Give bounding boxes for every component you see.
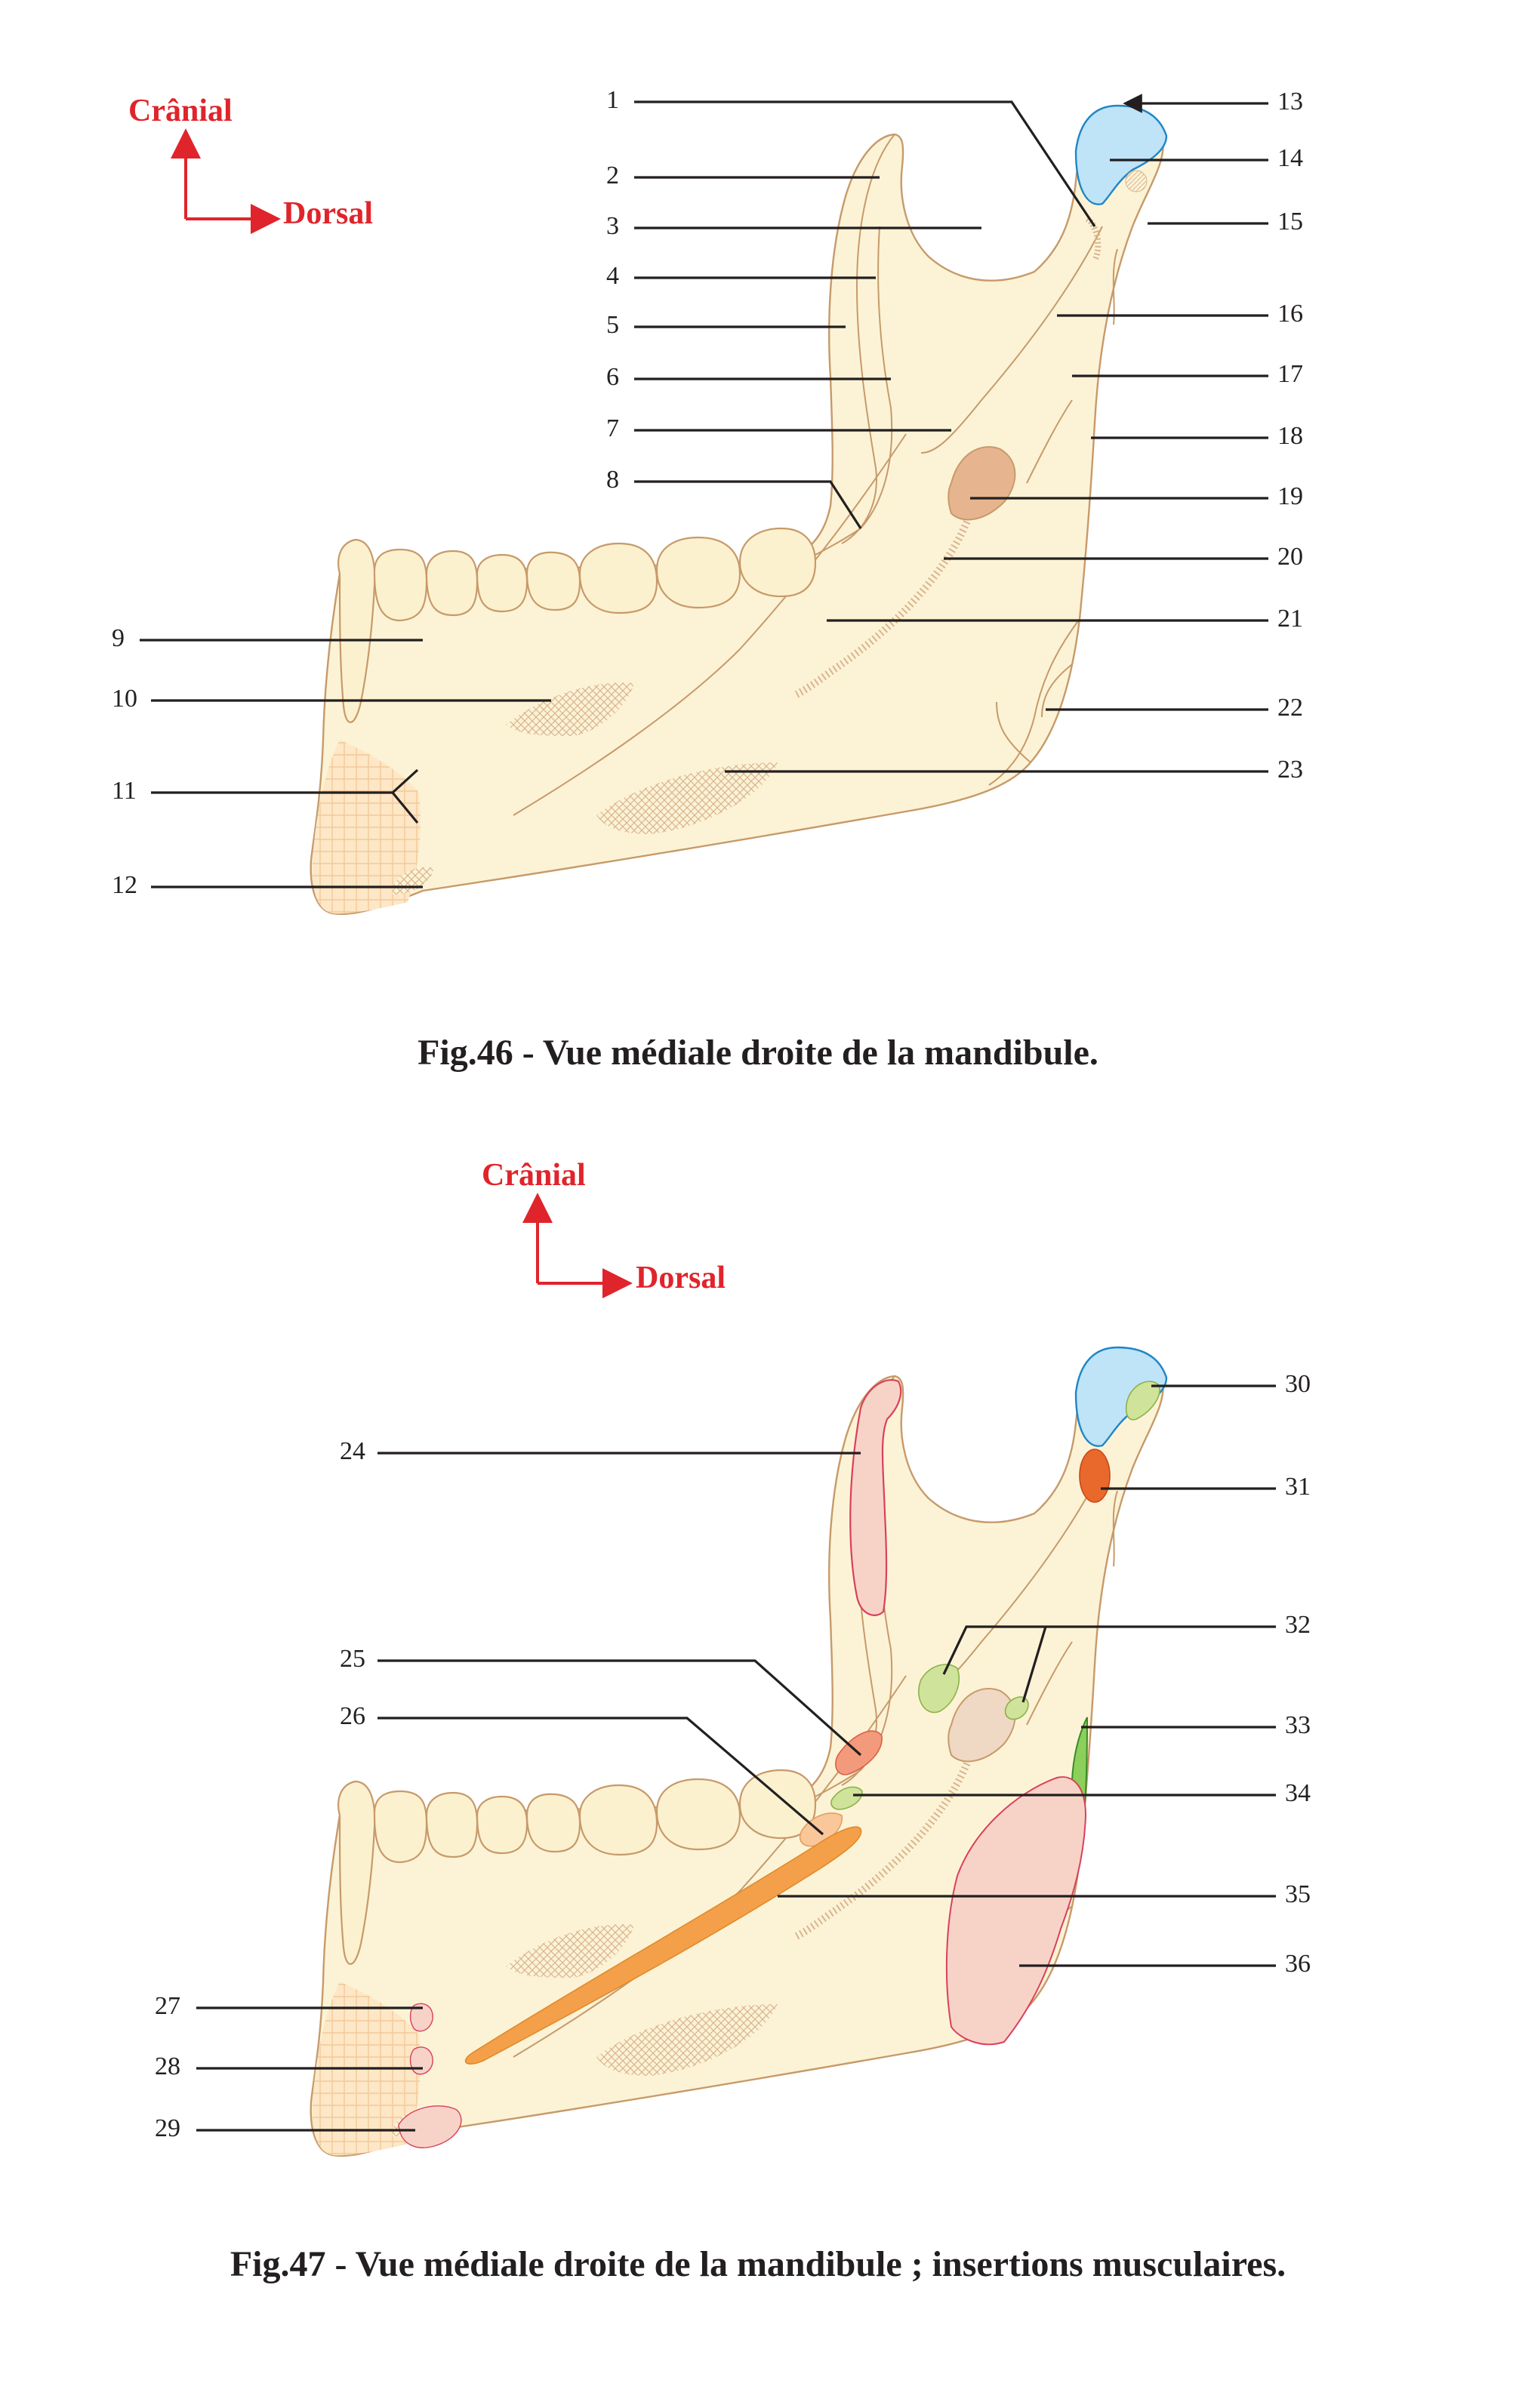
condyle-articular-surface bbox=[1074, 104, 1168, 205]
dorsal-label: Dorsal bbox=[636, 1261, 726, 1295]
figure-47: Crânial Dorsal bbox=[155, 1158, 1311, 2284]
insertion-34 bbox=[830, 1786, 863, 1810]
mandibular-foramen bbox=[948, 1688, 1016, 1763]
label-29: 29 bbox=[155, 2114, 180, 2142]
mandible-illustration bbox=[311, 104, 1168, 914]
label-17: 17 bbox=[1277, 360, 1303, 388]
label-36: 36 bbox=[1285, 1950, 1311, 1978]
label-19: 19 bbox=[1277, 482, 1303, 510]
label-22: 22 bbox=[1277, 694, 1303, 722]
label-30: 30 bbox=[1285, 1370, 1311, 1398]
label-27: 27 bbox=[155, 1992, 180, 2020]
label-1: 1 bbox=[606, 86, 619, 114]
caption-fig47: Fig.47 - Vue médiale droite de la mandib… bbox=[230, 2244, 1286, 2284]
insertion-32b bbox=[1004, 1696, 1029, 1720]
label-34: 34 bbox=[1285, 1779, 1311, 1807]
label-25: 25 bbox=[340, 1645, 365, 1673]
label-3: 3 bbox=[606, 212, 619, 240]
cranial-label: Crânial bbox=[482, 1158, 586, 1193]
label-9: 9 bbox=[112, 624, 125, 652]
orientation-indicator: Crânial Dorsal bbox=[128, 94, 373, 234]
labels-fig47: 24 25 26 27 28 29 30 31 32 33 34 35 36 bbox=[155, 1370, 1311, 2142]
label-20: 20 bbox=[1277, 543, 1303, 571]
caption-fig46: Fig.46 - Vue médiale droite de la mandib… bbox=[418, 1033, 1098, 1073]
label-35: 35 bbox=[1285, 1880, 1311, 1908]
label-23: 23 bbox=[1277, 756, 1303, 784]
leader-lines-fig46 bbox=[140, 94, 1268, 888]
insertion-31 bbox=[1079, 1449, 1111, 1503]
label-14: 14 bbox=[1277, 144, 1303, 172]
label-4: 4 bbox=[606, 262, 619, 290]
leader-lines-fig47 bbox=[196, 1384, 1276, 2132]
label-18: 18 bbox=[1277, 422, 1303, 450]
label-10: 10 bbox=[112, 685, 137, 713]
insertion-29 bbox=[398, 2105, 462, 2148]
label-5: 5 bbox=[606, 311, 619, 339]
label-6: 6 bbox=[606, 363, 619, 391]
label-26: 26 bbox=[340, 1702, 365, 1730]
label-31: 31 bbox=[1285, 1473, 1311, 1501]
figure-46: Crânial Dorsal bbox=[112, 86, 1303, 1073]
orientation-indicator: Crânial Dorsal bbox=[482, 1158, 726, 1298]
label-33: 33 bbox=[1285, 1711, 1311, 1739]
label-12: 12 bbox=[112, 871, 137, 899]
insertion-24 bbox=[849, 1379, 902, 1616]
labels-fig46: 1 2 3 4 5 6 7 8 9 10 11 12 13 14 15 16 1… bbox=[112, 86, 1303, 899]
label-32: 32 bbox=[1285, 1611, 1311, 1639]
label-13: 13 bbox=[1277, 88, 1303, 115]
insertion-36 bbox=[945, 1776, 1087, 2046]
cranial-label: Crânial bbox=[128, 94, 233, 128]
insertion-26 bbox=[799, 1812, 843, 1847]
dorsal-label: Dorsal bbox=[283, 196, 373, 231]
label-28: 28 bbox=[155, 2052, 180, 2080]
insertion-30 bbox=[1125, 1381, 1160, 1421]
label-8: 8 bbox=[606, 466, 619, 494]
insertion-28 bbox=[409, 2046, 433, 2075]
label-2: 2 bbox=[606, 162, 619, 189]
label-15: 15 bbox=[1277, 208, 1303, 236]
mandible-illustration bbox=[311, 1346, 1168, 2156]
label-24: 24 bbox=[340, 1437, 365, 1465]
insertion-27 bbox=[409, 2003, 433, 2032]
insertion-35 bbox=[464, 1826, 862, 2065]
label-11: 11 bbox=[112, 777, 137, 805]
label-21: 21 bbox=[1277, 605, 1303, 633]
label-16: 16 bbox=[1277, 300, 1303, 328]
insertion-32a bbox=[918, 1664, 960, 1714]
label-7: 7 bbox=[606, 414, 619, 442]
